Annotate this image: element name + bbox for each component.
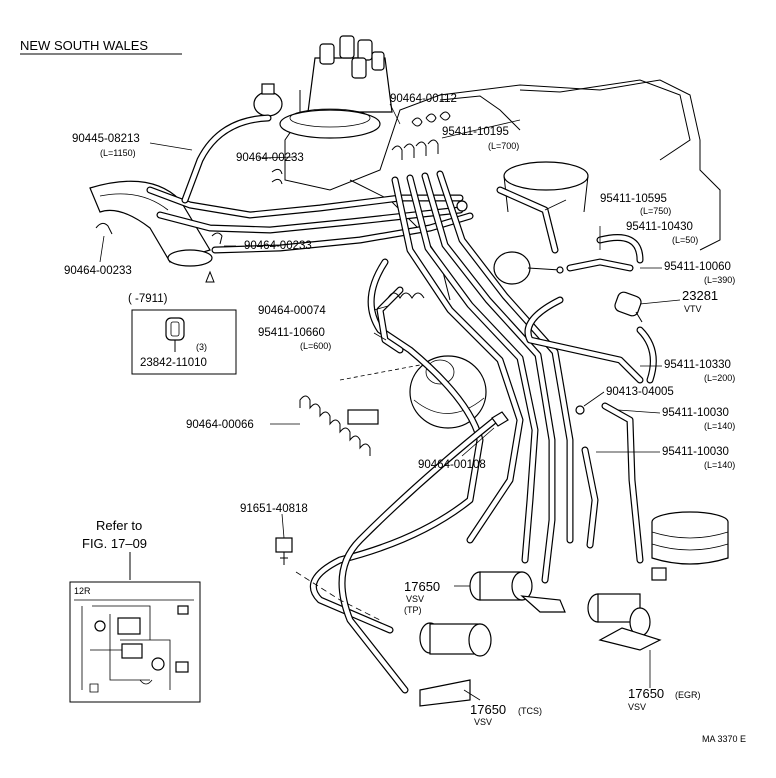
label-95411-10430-length: (L=50) (672, 235, 698, 245)
label-95411-10660-length: (L=600) (300, 341, 331, 351)
label-90464-00233-top: 90464-00233 (236, 152, 304, 164)
canister-icon (503, 161, 589, 213)
label-90464-00074: 90464-00074 (258, 305, 326, 317)
hose-clip-icon (95, 111, 451, 245)
clamp-icon (299, 292, 425, 456)
leader-lines (99, 103, 681, 701)
hoses (146, 114, 657, 694)
refer-line-1: Refer to (96, 518, 142, 533)
label-90445-08213: 90445-08213 (72, 133, 140, 145)
label-17650-egr-vsv: VSV (628, 702, 646, 712)
label-95411-10195-length: (L=700) (488, 141, 519, 151)
label-95411-10660: 95411-10660 (258, 327, 325, 339)
label-95411-10060: 95411-10060 (664, 261, 731, 273)
label-95411-10030-a: 95411-10030 (662, 407, 729, 419)
clip-icon (165, 317, 185, 352)
label-17650-tcs-vsv: VSV (474, 717, 492, 727)
label-17650-tp: 17650 (404, 579, 440, 594)
bracket-part: 23842-11010 (140, 357, 207, 369)
bracket-range: ( -7911) (128, 293, 168, 305)
label-17650-egr: 17650 (628, 686, 664, 701)
arrow-icon (205, 270, 215, 283)
label-90464-00108: 90464-00108 (418, 459, 486, 471)
label-95411-10330: 95411-10330 (664, 359, 731, 371)
bracket-qty: (3) (196, 342, 207, 352)
bracket-inset: ( -7911) (3) 23842-11010 (128, 293, 237, 375)
page-title: NEW SOUTH WALES (20, 38, 148, 53)
diagram-code: MA 3370 E (702, 734, 746, 744)
vtv-icon (614, 291, 643, 323)
label-17650-tp-type: (TP) (404, 605, 422, 615)
label-95411-10195: 95411-10195 (442, 126, 509, 138)
label-95411-10595-length: (L=750) (640, 206, 671, 216)
label-90464-00233-mid: 90464-00233 (244, 240, 312, 252)
label-23281: 23281 (682, 288, 718, 303)
label-95411-10595: 95411-10595 (600, 193, 667, 205)
label-95411-10030-b: 95411-10030 (662, 446, 729, 458)
label-91651-40818: 91651-40818 (240, 503, 308, 515)
label-90464-00233-left: 90464-00233 (64, 265, 132, 277)
vsv-icon (419, 571, 662, 707)
egr-modulator-icon (651, 511, 729, 581)
label-95411-10030-a-length: (L=140) (704, 421, 735, 431)
label-17650-egr-type: (EGR) (675, 690, 701, 700)
label-95411-10030-b-length: (L=140) (704, 460, 735, 470)
bracket-box (131, 309, 237, 375)
vacuum-advance-icon (253, 83, 283, 117)
label-90464-00112: 90464-00112 (390, 93, 457, 105)
label-95411-10330-length: (L=200) (704, 373, 735, 383)
label-90464-00066: 90464-00066 (186, 419, 254, 431)
reference-inset: 12R (69, 581, 201, 703)
fitting-icon (456, 200, 585, 427)
label-95411-10430: 95411-10430 (626, 221, 693, 233)
label-95411-10060-length: (L=390) (704, 275, 735, 285)
label-17650-tcs: 17650 (470, 702, 506, 717)
label-90413-04005: 90413-04005 (606, 386, 674, 398)
label-90445-08213-length: (L=1150) (100, 148, 136, 158)
inset-tag: 12R (74, 586, 91, 596)
distributor-icon (279, 35, 393, 139)
reference-inset-box (69, 581, 201, 703)
vacuum-sensor-icon (493, 251, 564, 285)
connector-icon (275, 537, 381, 621)
label-23281-vtv: VTV (684, 304, 702, 314)
dashed-leader (339, 364, 421, 381)
label-17650-tp-vsv: VSV (406, 594, 424, 604)
refer-line-2: FIG. 17–09 (82, 536, 147, 551)
label-17650-tcs-type: (TCS) (518, 706, 542, 716)
